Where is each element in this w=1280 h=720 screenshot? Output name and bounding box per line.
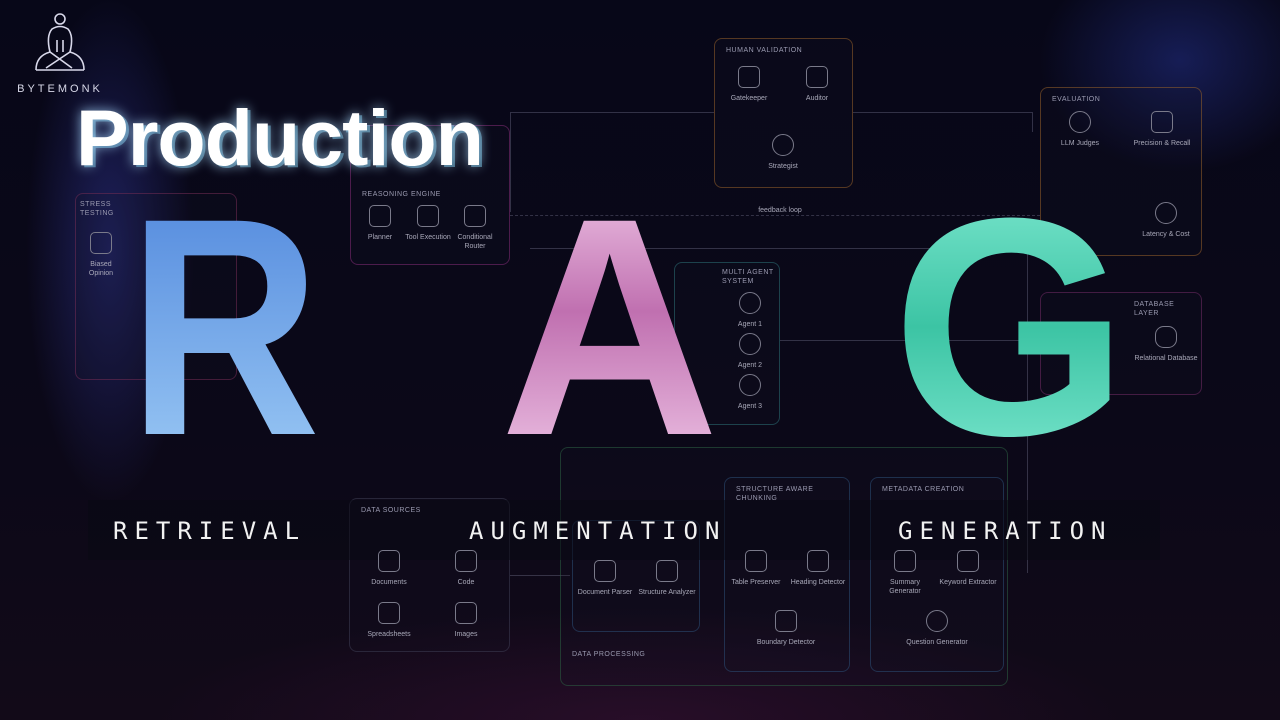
connector — [853, 112, 1033, 132]
node-agent-3: Agent 3 — [722, 374, 778, 411]
data-sources-title: Data Sources — [361, 507, 421, 514]
compass-icon — [772, 134, 794, 156]
reasoning-engine-box — [350, 125, 510, 265]
stress-testing-box — [75, 193, 237, 380]
percent-icon — [1151, 111, 1173, 133]
connector — [780, 340, 1040, 341]
connector — [1008, 248, 1028, 573]
caption-augmentation: AUGMENTATION — [469, 517, 727, 545]
node-spreadsheets: Spreadsheets — [354, 602, 424, 639]
monk-icon — [35, 13, 85, 71]
node-table-preserver: Table Preserver — [726, 550, 786, 587]
tool-icon — [417, 205, 439, 227]
caption-generation: GENERATION — [898, 517, 1113, 545]
connector — [530, 248, 1040, 249]
image-icon — [455, 602, 477, 624]
human-validation-title: Human Validation — [726, 47, 803, 54]
metadata-title: Metadata Creation — [882, 486, 965, 493]
node-heading-detector: Heading Detector — [788, 550, 848, 587]
node-conditional-router: Conditional Router — [452, 205, 498, 251]
node-document-parser: Document Parser — [574, 560, 636, 597]
shield-icon — [738, 66, 760, 88]
node-precision-recall: Precision & Recall — [1124, 111, 1200, 148]
heading-icon — [807, 550, 829, 572]
headline: Production — [76, 93, 484, 182]
user-icon — [739, 333, 761, 355]
connector — [510, 215, 1040, 216]
expand-icon — [775, 610, 797, 632]
node-agent-1: Agent 1 — [722, 292, 778, 329]
multi-agent-title: Multi Agent System — [722, 269, 774, 285]
chat-bubble-icon — [1069, 111, 1091, 133]
chunking-title: Structure Aware Chunking — [736, 486, 814, 502]
connector — [510, 575, 570, 576]
database-icon — [1155, 326, 1177, 348]
clipboard-icon — [806, 66, 828, 88]
clock-icon — [1155, 202, 1177, 224]
node-latency-cost: Latency & Cost — [1132, 202, 1200, 239]
human-validation-box — [714, 38, 853, 188]
database-layer-title: Database Layer — [1134, 301, 1175, 317]
node-planner: Planner — [355, 205, 405, 242]
node-agent-2: Agent 2 — [722, 333, 778, 370]
code-icon — [455, 550, 477, 572]
node-documents: Documents — [354, 550, 424, 587]
user-icon — [739, 374, 761, 396]
document-icon — [594, 560, 616, 582]
caption-band — [88, 500, 1160, 560]
connector — [510, 112, 714, 212]
letter-r: R — [128, 153, 321, 500]
planner-icon — [369, 205, 391, 227]
node-boundary-detector: Boundary Detector — [756, 610, 816, 647]
node-llm-judges: LLM Judges — [1045, 111, 1115, 148]
node-tool-execution: Tool Execution — [404, 205, 452, 242]
node-code: Code — [431, 550, 501, 587]
summary-icon — [894, 550, 916, 572]
bytemonk-logo: BYTEMONK — [12, 12, 108, 95]
data-processing-box — [560, 447, 1008, 686]
reasoning-engine-title: Reasoning Engine — [362, 191, 441, 198]
stress-testing-title: Stress Testing — [80, 201, 114, 217]
evaluation-box — [1040, 87, 1202, 256]
file-icon — [378, 550, 400, 572]
node-question-generator: Question Generator — [906, 610, 968, 647]
node-structure-analyzer: Structure Analyzer — [636, 560, 698, 597]
node-summary-generator: Summary Generator — [874, 550, 936, 596]
letter-a: A — [500, 153, 720, 500]
node-gatekeeper: Gatekeeper — [714, 66, 784, 103]
chip-icon — [656, 560, 678, 582]
node-images: Images — [431, 602, 501, 639]
node-keyword-extractor: Keyword Extractor — [937, 550, 999, 587]
letter-g: G — [892, 153, 1129, 500]
node-biased-opinion: Biased Opinion — [78, 232, 124, 278]
user-icon — [739, 292, 761, 314]
multi-agent-box — [674, 262, 780, 425]
table-icon — [745, 550, 767, 572]
node-strategist: Strategist — [748, 134, 818, 171]
data-processing-title: Data Processing — [572, 651, 646, 658]
caption-retrieval: RETRIEVAL — [113, 517, 307, 545]
feedback-loop-label: feedback loop — [758, 207, 802, 214]
evaluation-title: Evaluation — [1052, 96, 1101, 103]
node-relational-database: Relational Database — [1132, 326, 1200, 363]
logo-text: BYTEMONK — [17, 83, 103, 95]
grid-icon — [378, 602, 400, 624]
question-icon — [926, 610, 948, 632]
key-icon — [957, 550, 979, 572]
router-icon — [464, 205, 486, 227]
chat-icon — [90, 232, 112, 254]
node-auditor: Auditor — [782, 66, 852, 103]
